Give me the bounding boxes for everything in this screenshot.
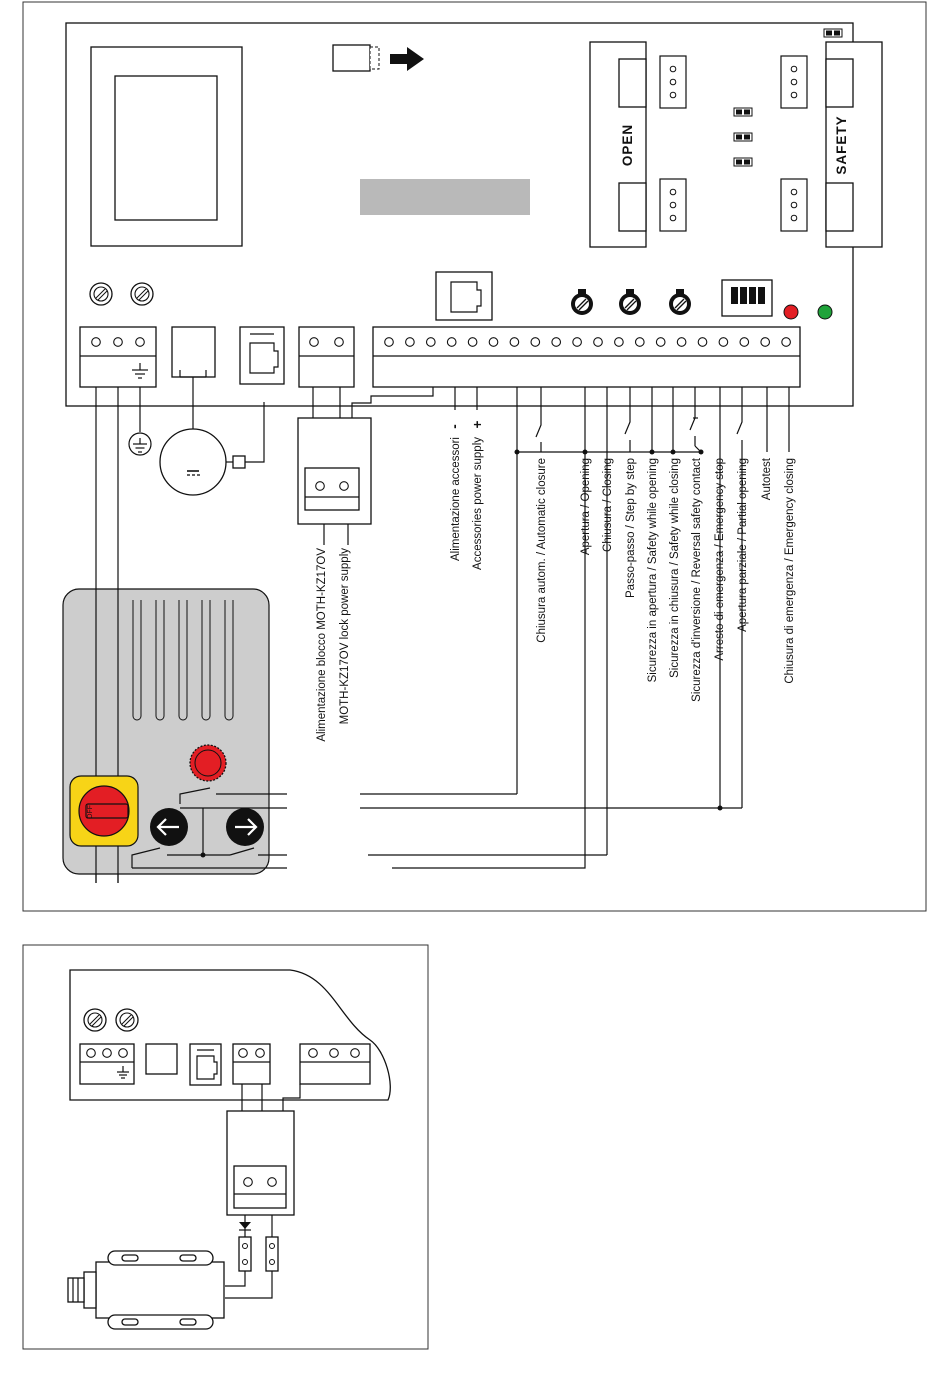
rj-connector bbox=[435, 271, 493, 321]
acc-minus: - bbox=[447, 423, 462, 429]
terminal-screw bbox=[676, 337, 687, 347]
safety-label: SAFETY bbox=[834, 115, 849, 174]
arrow-right-icon bbox=[390, 47, 424, 71]
arrow-right-button bbox=[226, 808, 264, 846]
terminal-screw bbox=[614, 337, 624, 347]
terminal-screw bbox=[509, 337, 520, 347]
fuse bbox=[332, 44, 371, 72]
terminal-screw bbox=[530, 337, 541, 347]
terminal-screw bbox=[551, 337, 562, 347]
terminal-screw bbox=[655, 337, 666, 347]
label-closing: Chiusura / Closing bbox=[602, 458, 614, 552]
label-safety-open: Sicurezza in apertura / Safety while ope… bbox=[647, 458, 659, 682]
label-reversal: Sicurezza d'inversione / Reversal safety… bbox=[691, 457, 703, 702]
label-auto-close: Chiusura autom. / Automatic closure bbox=[536, 458, 548, 643]
terminal-block-lock bbox=[298, 326, 355, 388]
led-green bbox=[817, 304, 833, 320]
terminal-screw bbox=[718, 337, 729, 347]
terminal-strip bbox=[372, 326, 801, 388]
label-safety-close: Sicurezza in chiusura / Safety while clo… bbox=[669, 458, 681, 678]
terminal-screw bbox=[781, 337, 791, 347]
arrow-left-button bbox=[150, 808, 188, 846]
earth-icon bbox=[132, 363, 148, 379]
panel-vents bbox=[132, 600, 234, 721]
label-partial: Apertura parziale / Partial opening bbox=[737, 458, 749, 632]
terminal-screw bbox=[593, 337, 603, 347]
acc-label-2: Accessories power supply bbox=[472, 437, 484, 570]
label-emergency-close: Chiusura di emergenza / Emergency closin… bbox=[784, 458, 796, 684]
led-red bbox=[783, 304, 799, 320]
terminal-screw bbox=[760, 337, 771, 347]
lock-label-2: MOTH-KZ17OV lock power supply bbox=[339, 548, 351, 725]
terminal-screw bbox=[488, 337, 499, 347]
open-label: OPEN bbox=[620, 124, 635, 166]
label-opening: Apertura / Opening bbox=[580, 458, 592, 555]
terminal-block-power bbox=[79, 326, 157, 388]
terminal-screw bbox=[405, 337, 415, 347]
terminal-screw bbox=[467, 337, 478, 347]
motor-connector bbox=[171, 326, 216, 378]
figure-2-frame bbox=[22, 944, 429, 1350]
off-label: OFF bbox=[87, 805, 94, 819]
motor bbox=[159, 428, 227, 496]
figure-1-frame bbox=[22, 1, 927, 912]
terminal-screw bbox=[384, 337, 394, 347]
encoder-connector bbox=[239, 326, 285, 385]
terminal-screw bbox=[446, 337, 457, 347]
label-step: Passo-passo / Step by step bbox=[625, 458, 637, 598]
label-emergency-stop: Arresto di emergenza / Emergency stop bbox=[714, 458, 726, 661]
terminal-screw bbox=[739, 337, 750, 347]
acc-label-1: Alimentazione accessori bbox=[450, 437, 462, 561]
display-area bbox=[360, 179, 530, 215]
lock-label-1: Alimentazione blocco MOTH-KZ17OV bbox=[316, 548, 328, 742]
label-autotest: Autotest bbox=[761, 457, 773, 500]
terminal-screw bbox=[572, 337, 582, 347]
terminal-screw bbox=[634, 337, 645, 347]
electric-lock bbox=[67, 1250, 225, 1330]
terminal-screw bbox=[425, 337, 436, 347]
acc-plus: + bbox=[470, 420, 485, 429]
terminal-screw bbox=[697, 337, 708, 347]
